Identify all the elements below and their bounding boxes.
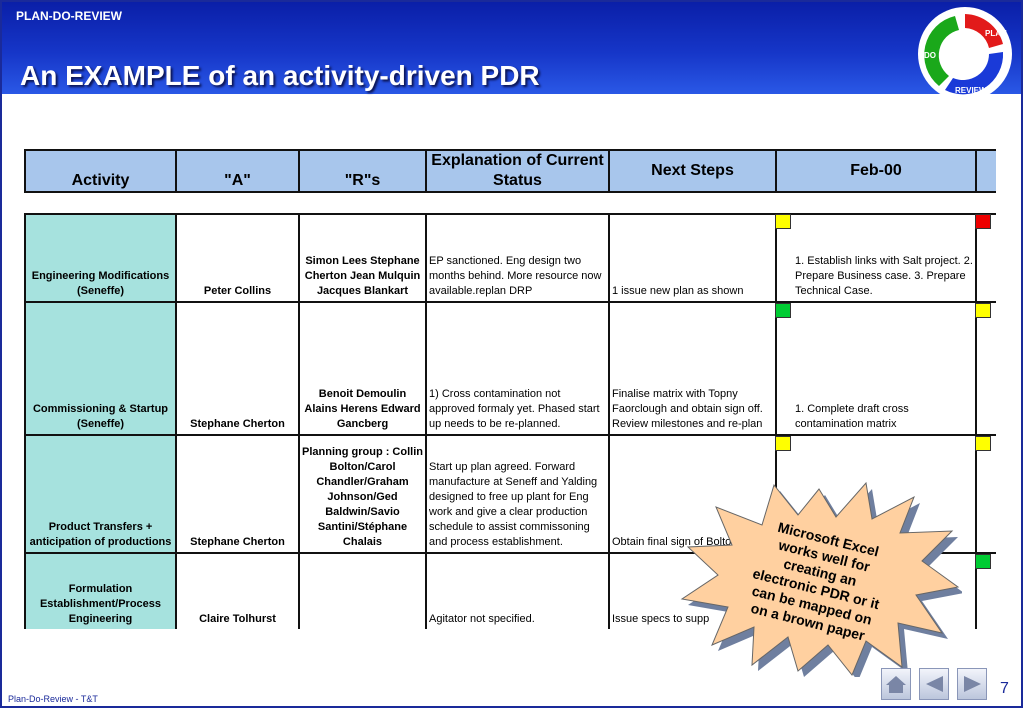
status-flag-yellow <box>975 436 991 451</box>
rs-cell: Planning group : Collin Bolton/Carol Cha… <box>298 434 427 554</box>
next-icon <box>964 676 981 692</box>
status-flag-yellow <box>975 303 991 318</box>
feb-cell: 1. Complete draft cross contamination ma… <box>775 301 977 436</box>
status-cell: 1) Cross contamination not approved form… <box>425 301 610 436</box>
activity-cell: Formulation Establishment/Process Engine… <box>24 552 177 629</box>
previous-icon <box>926 676 943 692</box>
home-icon <box>886 676 906 693</box>
status-cell: Agitator not specified. <box>425 552 610 629</box>
col-feb: Feb-00 <box>775 149 977 193</box>
page-title: An EXAMPLE of an activity-driven PDR <box>20 60 540 91</box>
callout-starburst: Microsoft Excel works well for creating … <box>680 481 962 677</box>
page-number: 7 <box>1000 680 1009 697</box>
next-month-cell <box>975 301 999 436</box>
a-cell: Peter Collins <box>175 213 300 303</box>
status-flag-yellow <box>775 436 791 451</box>
next-steps-cell: 1 issue new plan as shown <box>608 213 777 303</box>
feb-cell: 1. Establish links with Salt project. 2.… <box>775 213 977 303</box>
col-a: "A" <box>175 149 300 193</box>
home-button[interactable] <box>881 668 911 700</box>
next-button[interactable] <box>957 668 987 700</box>
table-clip <box>996 147 1019 632</box>
status-flag-green <box>975 554 991 569</box>
rs-cell: Benoit Demoulin Alains Herens Edward Gan… <box>298 301 427 436</box>
status-flag-red <box>975 214 991 229</box>
slide-header: PLAN-DO-REVIEW An EXAMPLE of an activity… <box>2 2 1021 94</box>
logo-review: REVIEW <box>955 86 987 95</box>
a-cell: Stephane Cherton <box>175 301 300 436</box>
a-cell: Stephane Cherton <box>175 434 300 554</box>
next-steps-cell: Finalise matrix with Topny Faorclough an… <box>608 301 777 436</box>
col-rs: "R"s <box>298 149 427 193</box>
logo-do: DO <box>924 51 936 60</box>
table-row: Engineering Modifications (Seneffe) Pete… <box>24 213 999 303</box>
status-cell: EP sanctioned. Eng design two months beh… <box>425 213 610 303</box>
table-row: Commissioning & Startup (Seneffe) Stepha… <box>24 301 999 436</box>
pdr-table: Activity "A" "R"s Explanation of Current… <box>24 149 999 629</box>
header-kicker: PLAN-DO-REVIEW <box>16 9 122 23</box>
pdr-cycle-logo: PLAN DO REVIEW <box>918 7 1012 101</box>
footer-text: Plan-Do-Review - T&T <box>8 694 98 704</box>
status-flag-yellow <box>775 214 791 229</box>
col-next-month <box>975 149 999 193</box>
col-status: Explanation of Current Status <box>425 149 610 193</box>
col-activity: Activity <box>24 149 177 193</box>
logo-plan: PLAN <box>985 29 1007 38</box>
status-flag-green <box>775 303 791 318</box>
activity-cell: Product Transfers + anticipation of prod… <box>24 434 177 554</box>
status-cell: Start up plan agreed. Forward manufactur… <box>425 434 610 554</box>
col-next-steps: Next Steps <box>608 149 777 193</box>
next-month-cell <box>975 434 999 554</box>
rs-cell: Simon Lees Stephane Cherton Jean Mulquin… <box>298 213 427 303</box>
previous-button[interactable] <box>919 668 949 700</box>
activity-cell: Engineering Modifications (Seneffe) <box>24 213 177 303</box>
a-cell: Claire Tolhurst <box>175 552 300 629</box>
rs-cell <box>298 552 427 629</box>
activity-cell: Commissioning & Startup (Seneffe) <box>24 301 177 436</box>
